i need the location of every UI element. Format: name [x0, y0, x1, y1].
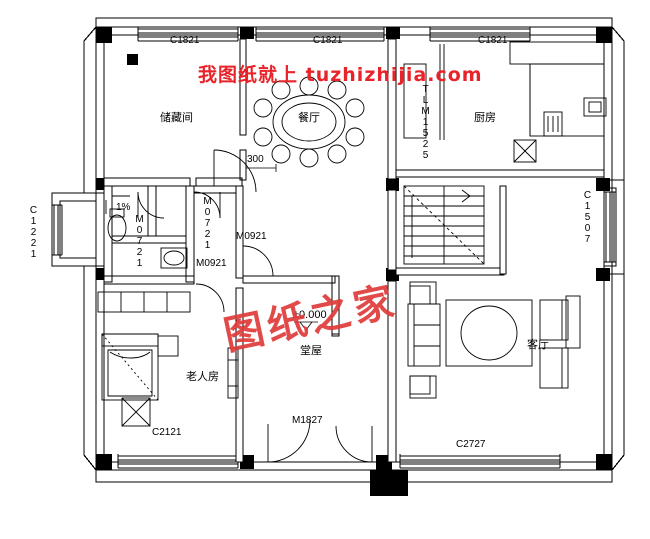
room-label-hall: 堂屋: [300, 344, 322, 357]
door-tag-m0721-1: M0721: [134, 214, 145, 269]
door-tag-tlm1525: TLM1525: [420, 84, 431, 161]
window-tag-c2727: C2727: [456, 439, 486, 450]
room-label-kitchen: 厨房: [474, 111, 496, 124]
window-tag-c1821-3: C1821: [478, 35, 508, 46]
slope-marker: 1%: [116, 202, 131, 213]
door-tag-m1827: M1827: [292, 415, 323, 426]
window-tag-c1221: C1221: [28, 205, 39, 260]
room-label-elder-bedroom: 老人房: [186, 370, 219, 383]
window-tag-c1821-1: C1821: [170, 35, 200, 46]
room-label-storage: 储藏间: [160, 111, 193, 124]
level-marker: ±0.000: [293, 309, 327, 321]
dimension-300: 300: [247, 154, 264, 165]
room-label-living: 客厅: [527, 338, 549, 351]
room-label-dining: 餐厅: [298, 111, 320, 124]
door-tag-m0721-2: M0721: [202, 196, 213, 251]
window-tag-c1821-2: C1821: [313, 35, 343, 46]
window-tag-c1507: C1507: [582, 190, 593, 245]
door-tag-m0921-2: M0921: [196, 258, 227, 269]
window-tag-c2121: C2121: [152, 427, 182, 438]
door-tag-m0921-1: M0921: [236, 231, 267, 242]
